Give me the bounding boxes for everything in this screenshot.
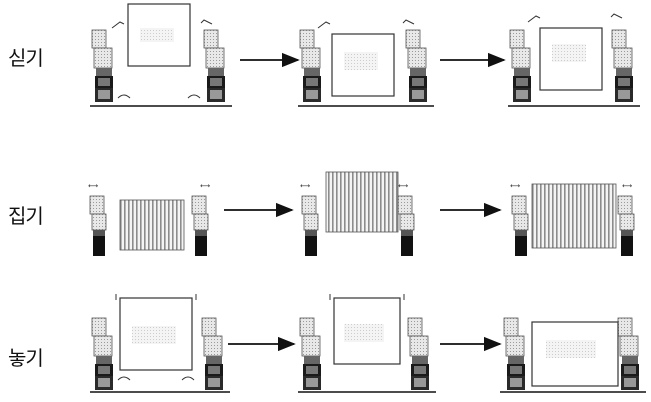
svg-text:⟷: ⟷	[200, 182, 210, 190]
svg-text:⟷: ⟷	[398, 182, 408, 190]
grab-box	[120, 200, 184, 250]
row-2-stage-1: ⟷ ⟷	[88, 182, 210, 256]
svg-text:⟷: ⟷	[510, 182, 520, 190]
robot-left	[92, 30, 113, 102]
robot-left	[512, 196, 528, 256]
row-2-stage-2: ⟷ ⟷	[300, 172, 414, 256]
row-3-stage-1	[90, 294, 230, 392]
robot-left	[510, 30, 531, 102]
robot-right	[618, 318, 639, 390]
robot-left	[300, 30, 321, 102]
robot-left	[300, 318, 321, 390]
robot-right	[408, 318, 429, 390]
row-1-stage-2	[298, 20, 434, 106]
robot-right	[612, 30, 633, 102]
robot-right	[204, 30, 225, 102]
robot-left	[92, 318, 113, 390]
row-2-stage-3: ⟷ ⟷	[510, 182, 634, 256]
robot-right	[202, 318, 223, 390]
robot-right	[192, 196, 208, 256]
row-1-stage-3	[508, 14, 640, 106]
grab-box	[532, 184, 616, 248]
robot-left	[504, 318, 525, 390]
grab-box	[326, 172, 398, 232]
robot-left	[302, 196, 318, 256]
robot-right	[406, 30, 427, 102]
svg-text:⟷: ⟷	[88, 182, 98, 190]
row-1-stage-1	[90, 4, 232, 106]
svg-text:⟷: ⟷	[622, 182, 632, 190]
robot-right	[398, 196, 414, 256]
robot-left	[90, 196, 106, 256]
robot-right	[618, 196, 634, 256]
svg-text:⟷: ⟷	[300, 182, 310, 190]
row-3-stage-3	[500, 318, 646, 392]
row-3-stage-2	[298, 294, 436, 392]
